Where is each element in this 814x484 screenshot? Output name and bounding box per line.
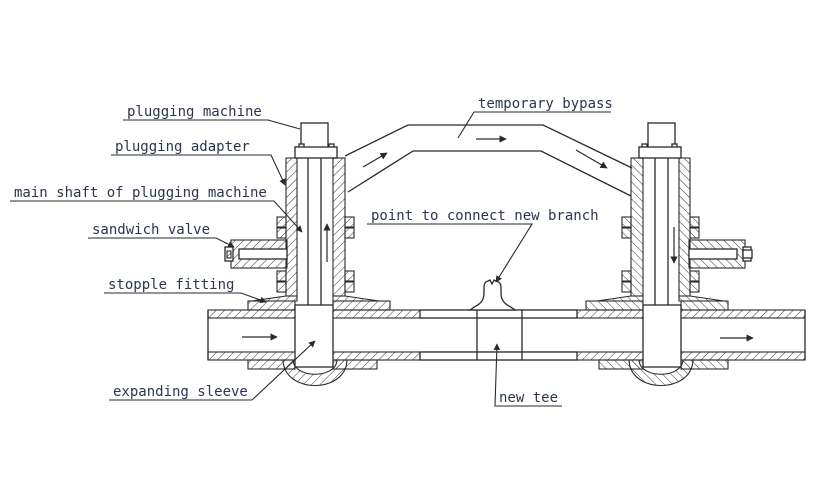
flow-arrows xyxy=(242,223,754,342)
expanding-sleeve-plug xyxy=(294,304,334,368)
label-stopple-fitting: stopple fitting xyxy=(108,277,234,293)
leader-sandwich-valve xyxy=(88,237,235,248)
bypass-fall-flow-arrow-icon xyxy=(575,149,608,169)
temporary-bypass-pipe xyxy=(344,124,633,197)
right-plugging-assembly xyxy=(585,122,752,387)
label-new-tee: new tee xyxy=(499,390,558,406)
bypass-rise-flow-arrow-icon xyxy=(362,152,388,168)
label-expanding-sleeve: expanding sleeve xyxy=(113,384,248,400)
plugging-machine-block xyxy=(300,122,329,149)
leader-plugging-machine xyxy=(123,119,301,130)
leader-new-tee xyxy=(493,343,562,407)
fitting-bottom-cup xyxy=(282,359,348,387)
label-plugging-machine: plugging machine xyxy=(127,104,262,120)
leader-stopple-fitting xyxy=(104,292,267,304)
leader-expanding-sleeve xyxy=(109,340,316,401)
leader-temporary-bypass xyxy=(457,111,611,139)
tee-top-sleeve xyxy=(419,309,578,319)
leader-plugging-adapter xyxy=(111,154,286,186)
bypass-lower-line xyxy=(347,150,632,197)
label-temporary-bypass: temporary bypass xyxy=(478,96,613,112)
new-tee-fitting xyxy=(419,279,578,361)
adapter-flange-rings xyxy=(276,216,355,293)
adapter-flange xyxy=(294,146,338,159)
valve-nipple xyxy=(742,249,753,259)
annotations: plugging machine plugging adapter main s… xyxy=(10,96,613,407)
tee-branch-stub xyxy=(467,279,518,311)
sandwich-valve-body xyxy=(224,239,288,269)
tee-bottom-sleeve xyxy=(419,351,578,361)
adapter-wall xyxy=(285,157,298,297)
label-main-shaft: main shaft of plugging machine xyxy=(14,185,267,201)
label-sandwich-valve: sandwich valve xyxy=(92,222,210,238)
label-plugging-adapter: plugging adapter xyxy=(115,139,250,155)
label-connect-point: point to connect new branch xyxy=(371,208,599,224)
leader-connect-point xyxy=(367,223,533,283)
leader-main-shaft xyxy=(10,200,303,233)
bypass-upper-line xyxy=(344,124,633,169)
adapter-wall xyxy=(332,157,346,297)
left-plugging-assembly xyxy=(224,122,391,387)
